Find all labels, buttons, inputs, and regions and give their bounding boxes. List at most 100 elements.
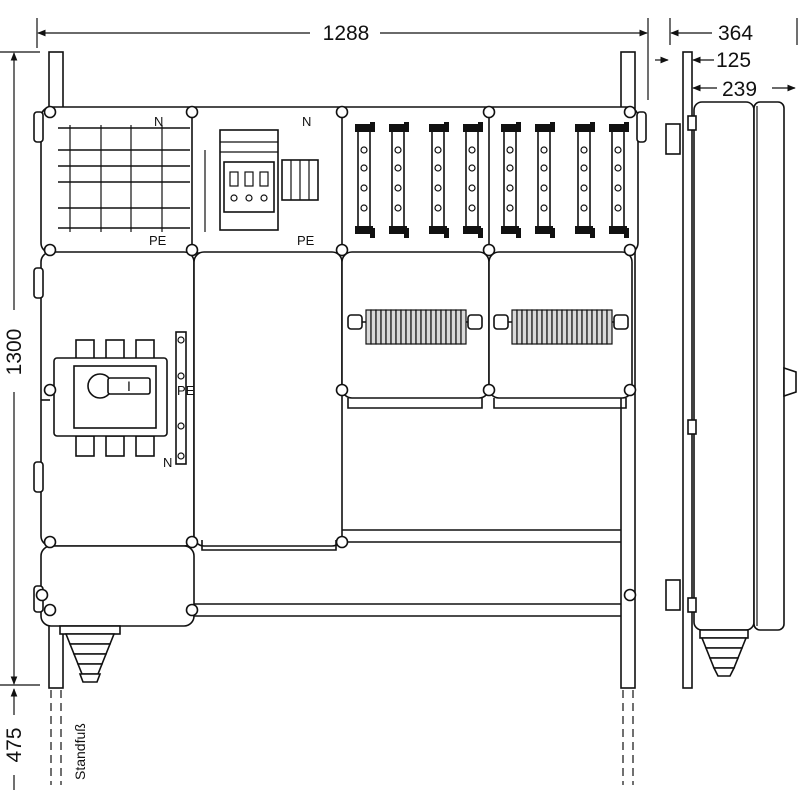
terminal	[455, 309, 462, 345]
terminal	[390, 309, 397, 345]
terminal	[511, 309, 518, 345]
terminal	[606, 309, 613, 345]
terminal	[571, 309, 578, 345]
surge-protection-panel: N PE	[204, 114, 319, 248]
fastener	[43, 243, 57, 257]
terminal-block-right	[511, 309, 613, 345]
pe-switch-label: PE	[177, 383, 195, 398]
terminal	[395, 309, 402, 345]
terminal	[536, 309, 543, 345]
fastener	[43, 603, 57, 617]
fastener	[43, 383, 57, 397]
terminal	[410, 309, 417, 345]
terminal	[596, 309, 603, 345]
terminal	[375, 309, 382, 345]
depth-total-label: 364	[718, 22, 753, 45]
terminal	[400, 309, 407, 345]
width-dimension-label: 1288	[323, 22, 370, 45]
cable-gland	[59, 625, 121, 683]
busbar-panel: N PE	[58, 114, 190, 248]
fastener	[482, 383, 496, 397]
terminal	[425, 309, 432, 345]
height-dimension-label: 1300	[3, 329, 26, 376]
terminal	[601, 309, 608, 345]
depth-front-label: 125	[716, 49, 751, 72]
terminal	[420, 309, 427, 345]
fastener	[623, 588, 637, 602]
dimension-depth-total: 364	[669, 18, 798, 45]
fastener	[43, 535, 57, 549]
fuse-base	[389, 122, 409, 238]
terminal	[546, 309, 553, 345]
mounting-rails	[194, 529, 621, 617]
middle-panel	[193, 251, 343, 551]
terminal	[405, 309, 412, 345]
dimension-depth-body: 239	[692, 78, 796, 101]
fastener	[335, 243, 349, 257]
terminal	[370, 309, 377, 345]
dimension-width: 1288	[36, 18, 649, 100]
fastener	[185, 535, 199, 549]
depth-body-label: 239	[722, 78, 757, 101]
terminal	[435, 309, 442, 345]
terminal	[551, 309, 558, 345]
fastener	[185, 243, 199, 257]
fastener	[335, 105, 349, 119]
terminal	[415, 309, 422, 345]
fuse-base	[609, 122, 629, 238]
fuse-bases-left	[355, 122, 483, 238]
n-busbar-label: N	[154, 114, 163, 129]
terminal	[581, 309, 588, 345]
terminal	[531, 309, 538, 345]
fastener	[482, 105, 496, 119]
fastener	[185, 603, 199, 617]
terminal	[516, 309, 523, 345]
dimension-foot: 475	[3, 688, 26, 790]
terminal	[591, 309, 598, 345]
terminal	[566, 309, 573, 345]
foot-dimension-label: 475	[3, 727, 26, 762]
terminal	[365, 309, 372, 345]
terminal	[385, 309, 392, 345]
terminal	[460, 309, 467, 345]
corner-fasteners	[35, 105, 637, 617]
terminal-block-left	[365, 309, 467, 345]
switch-position-mark: I	[127, 378, 131, 394]
fastener	[43, 105, 57, 119]
fastener	[335, 383, 349, 397]
fuse-bases-right	[501, 122, 629, 238]
fastener	[35, 588, 49, 602]
fastener	[623, 105, 637, 119]
terminal	[430, 309, 437, 345]
fastener	[623, 243, 637, 257]
terminal	[541, 309, 548, 345]
pe-spd-label: PE	[297, 233, 315, 248]
fastener	[623, 383, 637, 397]
terminal	[556, 309, 563, 345]
fastener	[482, 243, 496, 257]
dimension-depth-front: 125	[655, 49, 751, 72]
bottom-enclosure	[33, 545, 195, 627]
fastener	[335, 535, 349, 549]
pe-busbar-label: PE	[149, 233, 167, 248]
terminal	[576, 309, 583, 345]
terminal	[561, 309, 568, 345]
fastener	[185, 105, 199, 119]
n-switch-label: N	[163, 455, 172, 470]
dimension-height: 1300	[0, 51, 40, 686]
main-switch: I PE N	[53, 331, 195, 470]
fuse-base	[575, 122, 595, 238]
terminal	[380, 309, 387, 345]
fuse-base	[463, 122, 483, 238]
side-view	[665, 51, 797, 689]
terminal	[445, 309, 452, 345]
fuse-base	[535, 122, 555, 238]
fuse-base	[501, 122, 521, 238]
terminal	[521, 309, 528, 345]
terminal	[526, 309, 533, 345]
terminal	[440, 309, 447, 345]
foot-label: Standfuß	[72, 723, 88, 780]
fuse-base	[429, 122, 449, 238]
